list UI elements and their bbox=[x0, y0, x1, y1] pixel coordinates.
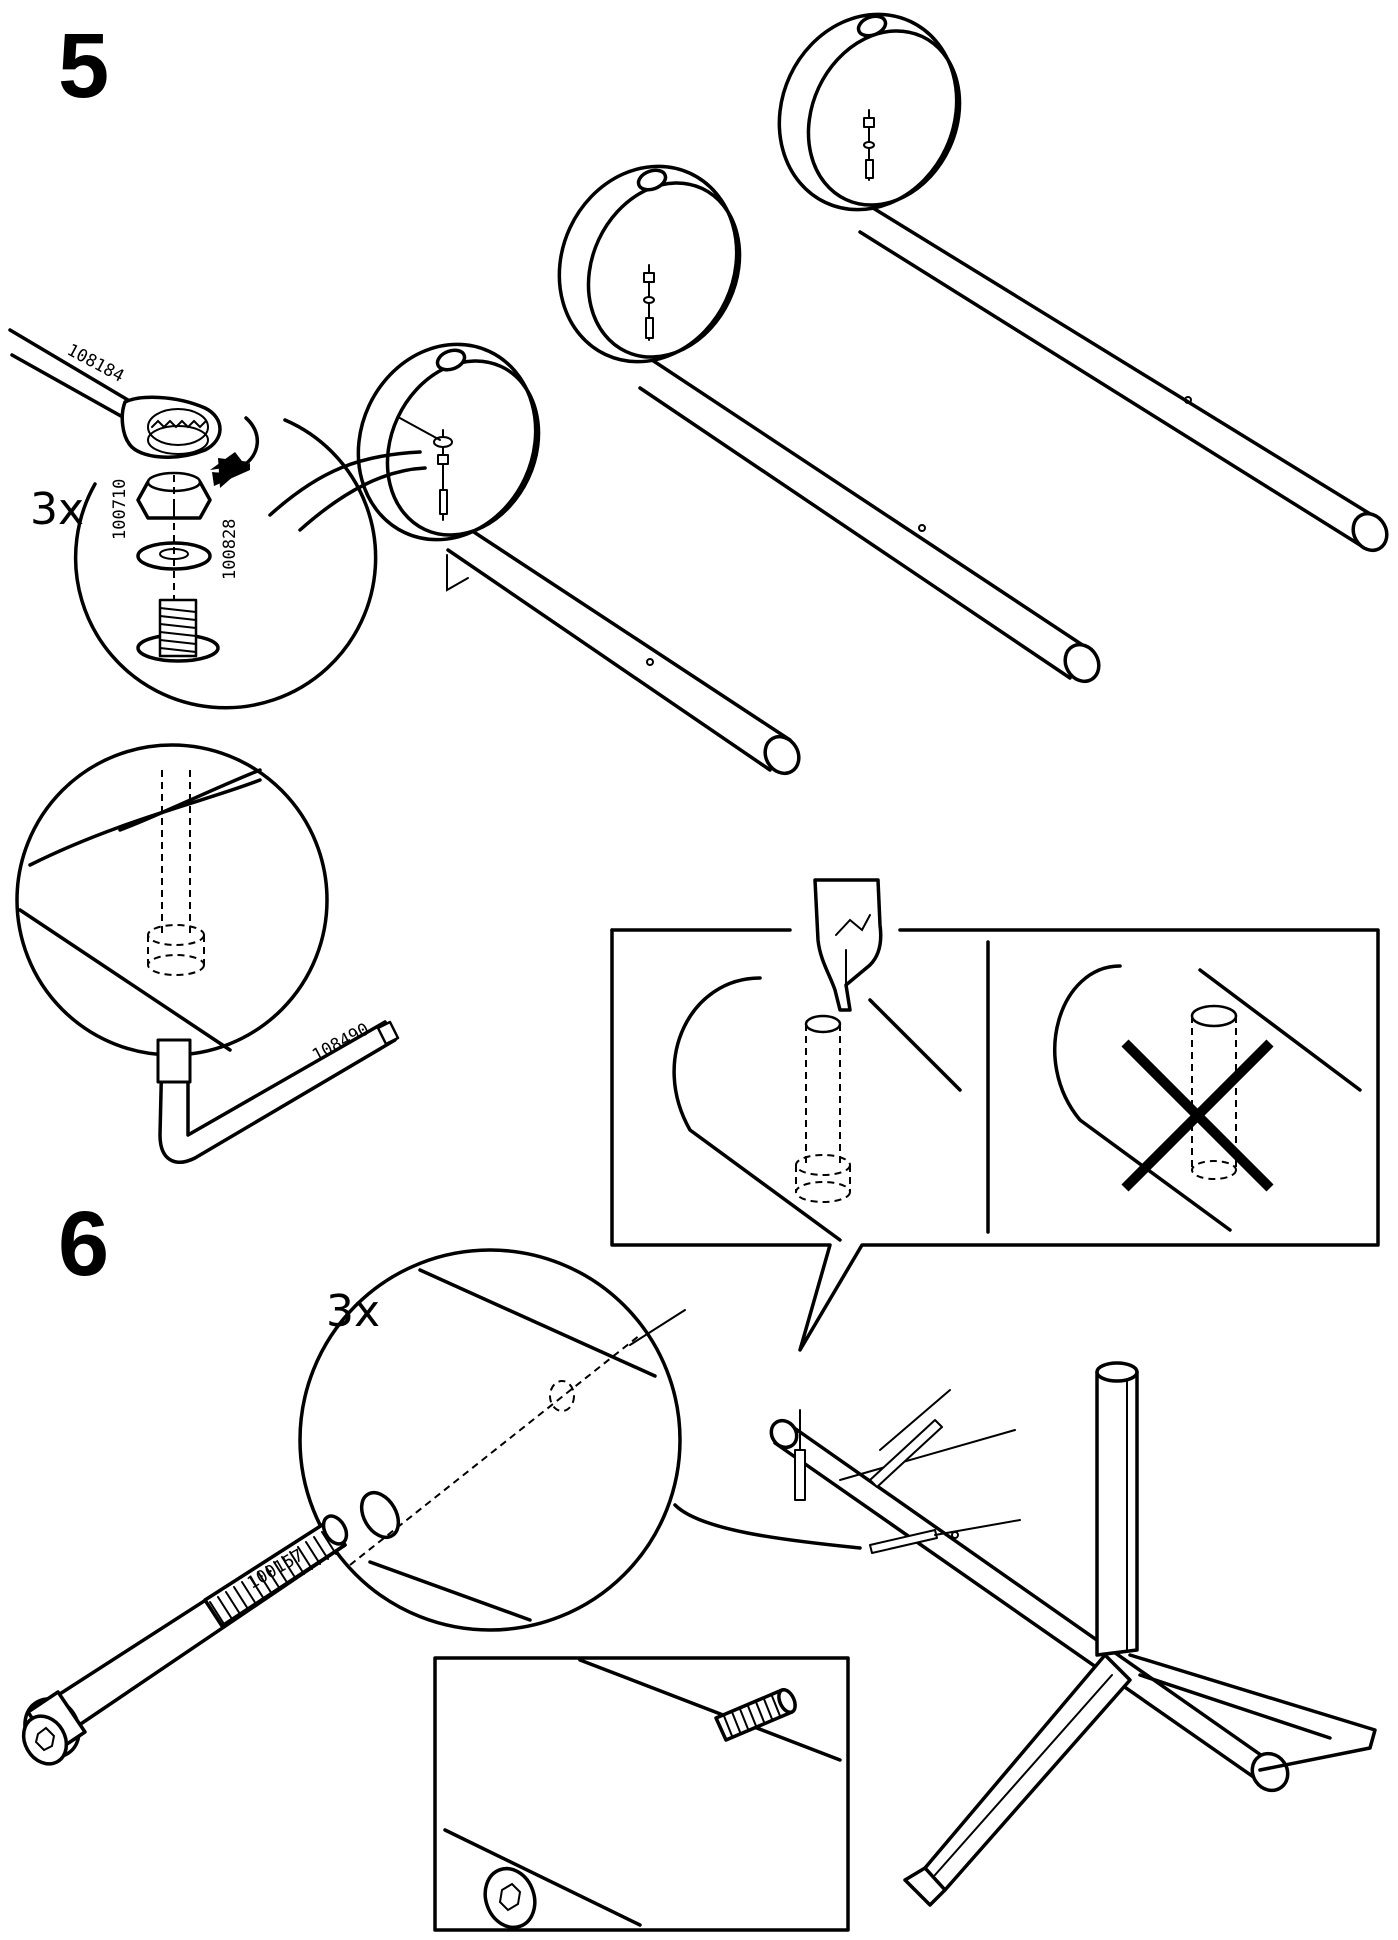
part-code-nut: 100710 bbox=[110, 478, 130, 540]
callout-tail bbox=[268, 450, 422, 517]
allen-key-icon bbox=[156, 1020, 400, 1164]
wrench-icon bbox=[8, 328, 222, 459]
zoom-circle-nut bbox=[73, 418, 378, 710]
base-leg-left bbox=[356, 342, 801, 776]
base-leg-middle bbox=[557, 164, 1101, 684]
pointing-hand-icon bbox=[813, 878, 883, 1012]
cross-base bbox=[769, 1361, 1377, 1907]
inset-box bbox=[433, 1656, 850, 1932]
detail-box bbox=[610, 928, 1380, 1352]
part-code-washer: 100828 bbox=[220, 518, 240, 580]
rotate-arrow-icon bbox=[210, 416, 260, 488]
step-number-6: 6 bbox=[58, 1193, 110, 1295]
step-number-5: 5 bbox=[58, 15, 110, 117]
quantity-label-step6: 3x bbox=[326, 1286, 381, 1337]
zoom-circle-hole bbox=[15, 743, 329, 1057]
bolt-icon bbox=[21, 1514, 349, 1766]
base-leg-right bbox=[777, 12, 1389, 553]
quantity-label-step5: 3x bbox=[30, 484, 85, 535]
zoom-circle-bolt bbox=[298, 1248, 862, 1632]
